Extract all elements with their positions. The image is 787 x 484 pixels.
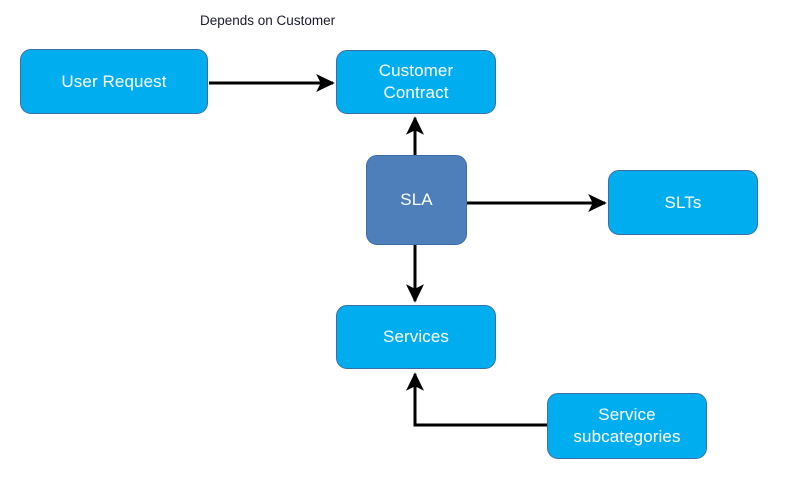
node-slts-label: SLTs — [664, 192, 702, 212]
node-sla[interactable]: SLA — [366, 155, 467, 245]
edge-label-depends-on-customer: Depends on Customer — [200, 13, 336, 28]
node-service-subcategories-label: Service subcategories — [573, 405, 681, 446]
node-user-request[interactable]: User Request — [20, 49, 208, 114]
node-slts[interactable]: SLTs — [608, 170, 758, 235]
node-services[interactable]: Services — [336, 305, 496, 369]
node-customer-contract-label: Customer Contract — [378, 61, 454, 102]
node-service-subcategories[interactable]: Service subcategories — [547, 393, 707, 459]
node-sla-label: SLA — [400, 190, 433, 209]
edge-service-subcategories-to-services — [406, 372, 547, 427]
node-user-request-label: User Request — [61, 71, 167, 91]
node-customer-contract[interactable]: Customer Contract — [336, 50, 496, 114]
node-services-label: Services — [383, 327, 449, 346]
